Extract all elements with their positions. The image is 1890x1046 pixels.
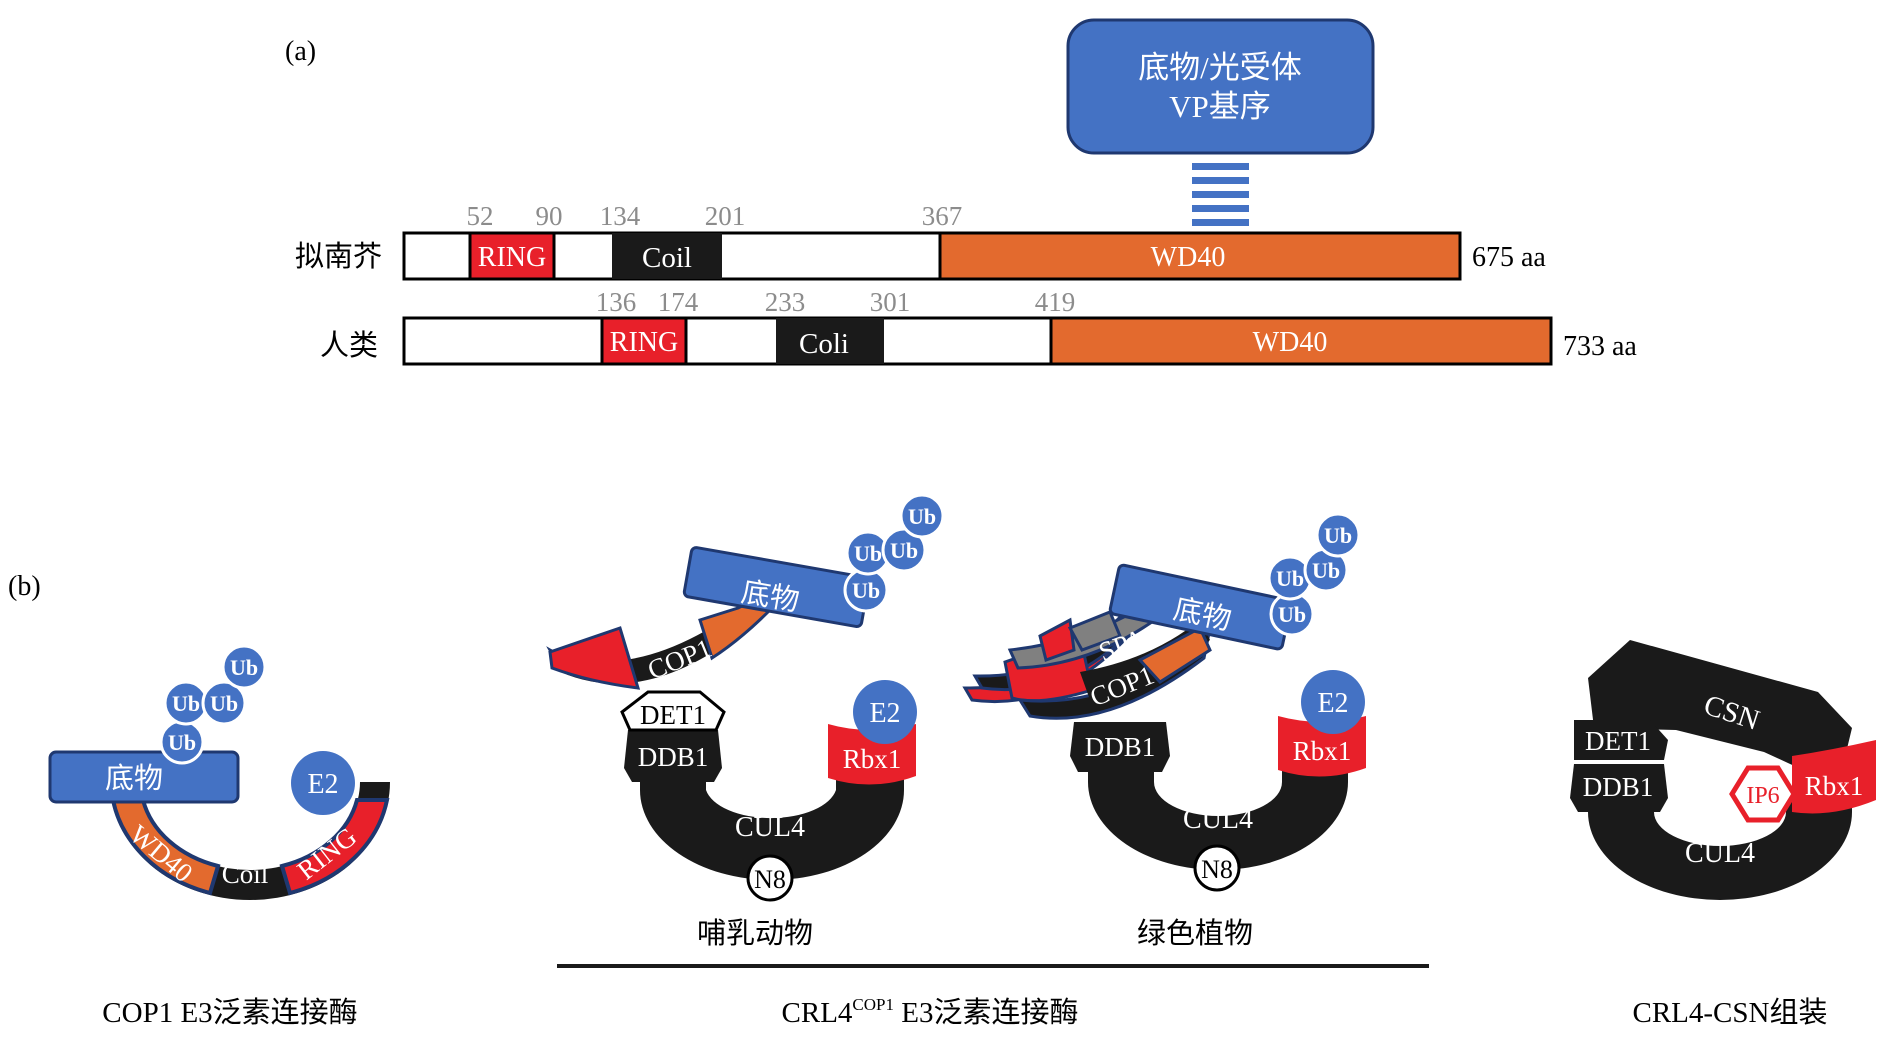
human-length: 733 aa — [1563, 331, 1637, 362]
mammal-e2-label: E2 — [869, 698, 900, 729]
crl4-caption-rest: E3泛素连接酶 — [894, 996, 1078, 1029]
csn-det1-label: DET1 — [1585, 726, 1651, 756]
ub-label: Ub — [890, 538, 918, 563]
cop1-caption: COP1 E3泛素连接酶 — [102, 996, 357, 1029]
mammal-ddb1-label: DDB1 — [638, 742, 709, 772]
tick-label: 134 — [600, 201, 641, 231]
group-divider-line — [557, 964, 1429, 968]
arabidopsis-protein-bar: RING Coil WD40 — [402, 231, 1462, 281]
mammal-cul4-label: CUL4 — [735, 812, 805, 843]
plant-e2-label: E2 — [1317, 688, 1348, 719]
mammal-det1-label: DET1 — [640, 700, 706, 730]
ring-label: RING — [478, 242, 546, 273]
ub-label: Ub — [1278, 602, 1306, 627]
crl4-caption-main: CRL4 — [782, 997, 853, 1029]
ring-label: RING — [610, 327, 678, 358]
cop1-substrate-label: 底物 — [105, 762, 163, 795]
tick-label: 233 — [765, 287, 806, 317]
coil-label: Coli — [799, 328, 849, 360]
crl4-cop1-plant-diagram: CUL4 N8 DDB1 SPA COP1 底物 Rbx1 E2 Ub — [962, 512, 1366, 892]
vp-motif-binding-lines — [1192, 163, 1249, 226]
tick-label: 367 — [922, 201, 963, 231]
arabidopsis-length: 675 aa — [1472, 242, 1546, 273]
csn-ddb1-label: DDB1 — [1583, 772, 1654, 802]
ub-label: Ub — [1324, 523, 1352, 548]
panel-a-label: (a) — [285, 36, 316, 67]
ub-label: Ub — [168, 730, 196, 755]
crl4-caption-superscript: COP1 — [852, 995, 894, 1014]
substrate-photoreceptor-box: 底物/光受体 VP基序 — [1066, 18, 1375, 155]
mammal-caption: 哺乳动物 — [697, 917, 813, 950]
ub-label: Ub — [172, 691, 200, 716]
ubiquitin-chain: Ub Ub Ub Ub — [159, 644, 267, 765]
human-ticks: 136 174 233 301 419 — [596, 287, 1076, 317]
tick-label: 419 — [1035, 287, 1076, 317]
cop1-e3-ligase-diagram: WD40 Coil RING 底物 E2 Ub Ub Ub Ub — [48, 644, 390, 900]
tick-label: 174 — [658, 287, 699, 317]
tick-label: 136 — [596, 287, 637, 317]
wd40-label: WD40 — [1253, 327, 1328, 358]
ub-label: Ub — [1276, 566, 1304, 591]
crl4-cop1-mammal-diagram: CUL4 N8 DDB1 DET1 COP1 底物 Rbx1 E2 Ub Ub — [546, 493, 945, 902]
panel-b-label: (b) — [8, 571, 41, 602]
ub-label: Ub — [854, 541, 882, 566]
substrate-box-line2: VP基序 — [1169, 89, 1271, 124]
csn-ip6-label: IP6 — [1746, 783, 1779, 809]
mammal-cop1-label: COP1 — [643, 633, 715, 686]
ring-domain — [600, 316, 688, 366]
coil-domain — [776, 318, 884, 364]
plant-caption: 绿色植物 — [1137, 917, 1253, 950]
plant-ddb1-label: DDB1 — [1085, 732, 1156, 762]
ub-label: Ub — [852, 578, 880, 603]
mammal-n8-label: N8 — [754, 865, 786, 894]
ubiquitin-chain: Ub Ub Ub Ub — [843, 493, 945, 613]
coil-label: Coil — [642, 242, 692, 274]
csn-cul4-label: CUL4 — [1685, 838, 1755, 869]
wd40-label: WD40 — [1151, 242, 1226, 273]
plant-n8-label: N8 — [1201, 855, 1233, 884]
ub-label: Ub — [1312, 558, 1340, 583]
plant-cul4-label: CUL4 — [1183, 804, 1253, 835]
arabidopsis-ticks: 52 90 134 201 367 — [467, 201, 963, 231]
wd40-domain — [938, 231, 1462, 281]
tick-label: 201 — [705, 201, 746, 231]
csn-rbx1-label: Rbx1 — [1805, 771, 1864, 801]
ring-domain — [468, 231, 556, 281]
tick-label: 90 — [536, 201, 563, 231]
coil-domain — [612, 233, 722, 279]
ubiquitin-chain: Ub Ub Ub Ub — [1267, 512, 1361, 637]
cop1-coil-label: Coil — [222, 859, 269, 889]
cop1-e2-label: E2 — [307, 769, 338, 800]
ub-label: Ub — [230, 655, 258, 680]
tick-label: 52 — [467, 201, 494, 231]
ub-label: Ub — [210, 691, 238, 716]
crl4-csn-diagram: CSN CUL4 DET1 DDB1 Rbx1 IP6 — [1570, 640, 1876, 900]
human-protein-bar: RING Coli WD40 — [402, 316, 1553, 366]
wd40-domain — [1049, 316, 1553, 366]
substrate-box-line1: 底物/光受体 — [1138, 50, 1302, 85]
species-arabidopsis: 拟南芥 — [295, 240, 382, 273]
tick-label: 301 — [870, 287, 911, 317]
ub-label: Ub — [908, 504, 936, 529]
crl4-cop1-caption: CRL4COP1 E3泛素连接酶 — [782, 995, 1079, 1029]
mammal-rbx1-label: Rbx1 — [843, 744, 902, 774]
csn-caption: CRL4-CSN组装 — [1633, 996, 1828, 1029]
species-human: 人类 — [320, 329, 378, 362]
plant-rbx1-label: Rbx1 — [1293, 736, 1352, 766]
